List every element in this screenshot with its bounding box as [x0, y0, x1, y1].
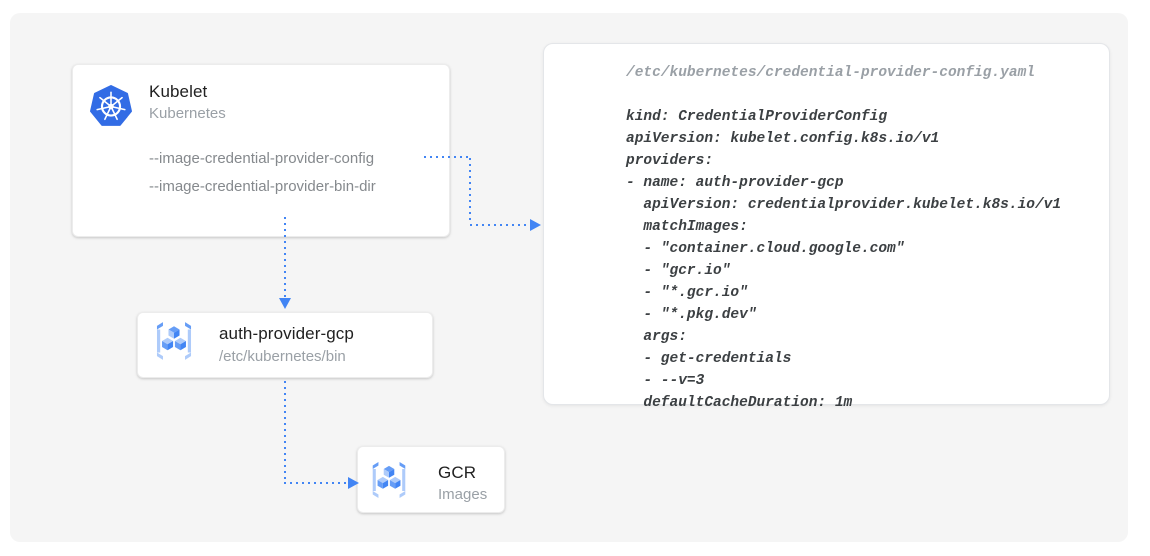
yaml-code-line: providers: — [626, 153, 714, 169]
auth-provider-card: auth-provider-gcp /etc/kubernetes/bin — [137, 312, 433, 378]
gcr-subtitle: Images — [438, 486, 488, 503]
gcr-title: GCR — [438, 463, 477, 482]
arrow-auth-provider-to-gcr-segment-1 — [284, 381, 286, 482]
kubelet-flag: --image-credential-provider-config — [149, 150, 375, 167]
arrow-config-to-yaml-segment-2 — [469, 158, 471, 224]
container-registry-icon — [367, 458, 411, 502]
yaml-code-line: - "*.pkg.dev" — [626, 307, 757, 323]
yaml-code-line: defaultCacheDuration: 1m — [626, 395, 853, 411]
kubelet-card: Kubelet Kubernetes --image-credential-pr… — [72, 64, 450, 237]
arrow-config-to-yaml-segment-3 — [470, 224, 530, 226]
yaml-code-line: - get-credentials — [626, 351, 792, 367]
yaml-code-line: - "*.gcr.io" — [626, 285, 748, 301]
kubelet-subtitle: Kubernetes — [149, 105, 226, 122]
kubelet-title: Kubelet — [149, 82, 208, 101]
gcr-card: GCR Images — [357, 446, 505, 513]
container-registry-icon — [151, 318, 197, 364]
yaml-code-line: args: — [626, 329, 687, 345]
arrow-kubelet-to-auth-provider-segment — [284, 217, 286, 298]
yaml-code-lines: kind: CredentialProviderConfig apiVersion… — [626, 106, 1097, 414]
arrow-config-to-yaml-segment-1 — [424, 156, 470, 158]
kubelet-flags: --image-credential-provider-config --imag… — [149, 145, 376, 201]
auth-provider-title: auth-provider-gcp — [219, 324, 354, 343]
yaml-code-block: /etc/kubernetes/credential-provider-conf… — [544, 44, 1109, 414]
auth-provider-path: /etc/kubernetes/bin — [219, 348, 346, 365]
arrowhead-into-yaml-panel — [530, 219, 541, 231]
yaml-code-line: kind: CredentialProviderConfig — [626, 109, 888, 125]
arrowhead-into-gcr — [348, 477, 359, 489]
yaml-code-line: - "container.cloud.google.com" — [626, 241, 905, 257]
yaml-code-line: - "gcr.io" — [626, 263, 731, 279]
yaml-code-line: - name: auth-provider-gcp — [626, 175, 844, 191]
kubelet-flag: --image-credential-provider-bin-dir — [149, 178, 376, 195]
yaml-code-line: matchImages: — [626, 219, 748, 235]
yaml-code-line: apiVersion: kubelet.config.k8s.io/v1 — [626, 131, 940, 147]
arrow-auth-provider-to-gcr-segment-2 — [284, 482, 348, 484]
kubernetes-helm-icon — [89, 85, 133, 128]
yaml-code-line: - --v=3 — [626, 373, 705, 389]
credential-provider-config-panel: /etc/kubernetes/credential-provider-conf… — [543, 43, 1110, 411]
config-file-path: /etc/kubernetes/credential-provider-conf… — [626, 65, 1035, 81]
arrowhead-into-auth-provider — [279, 298, 291, 309]
yaml-code-line: apiVersion: credentialprovider.kubelet.k… — [626, 197, 1062, 213]
